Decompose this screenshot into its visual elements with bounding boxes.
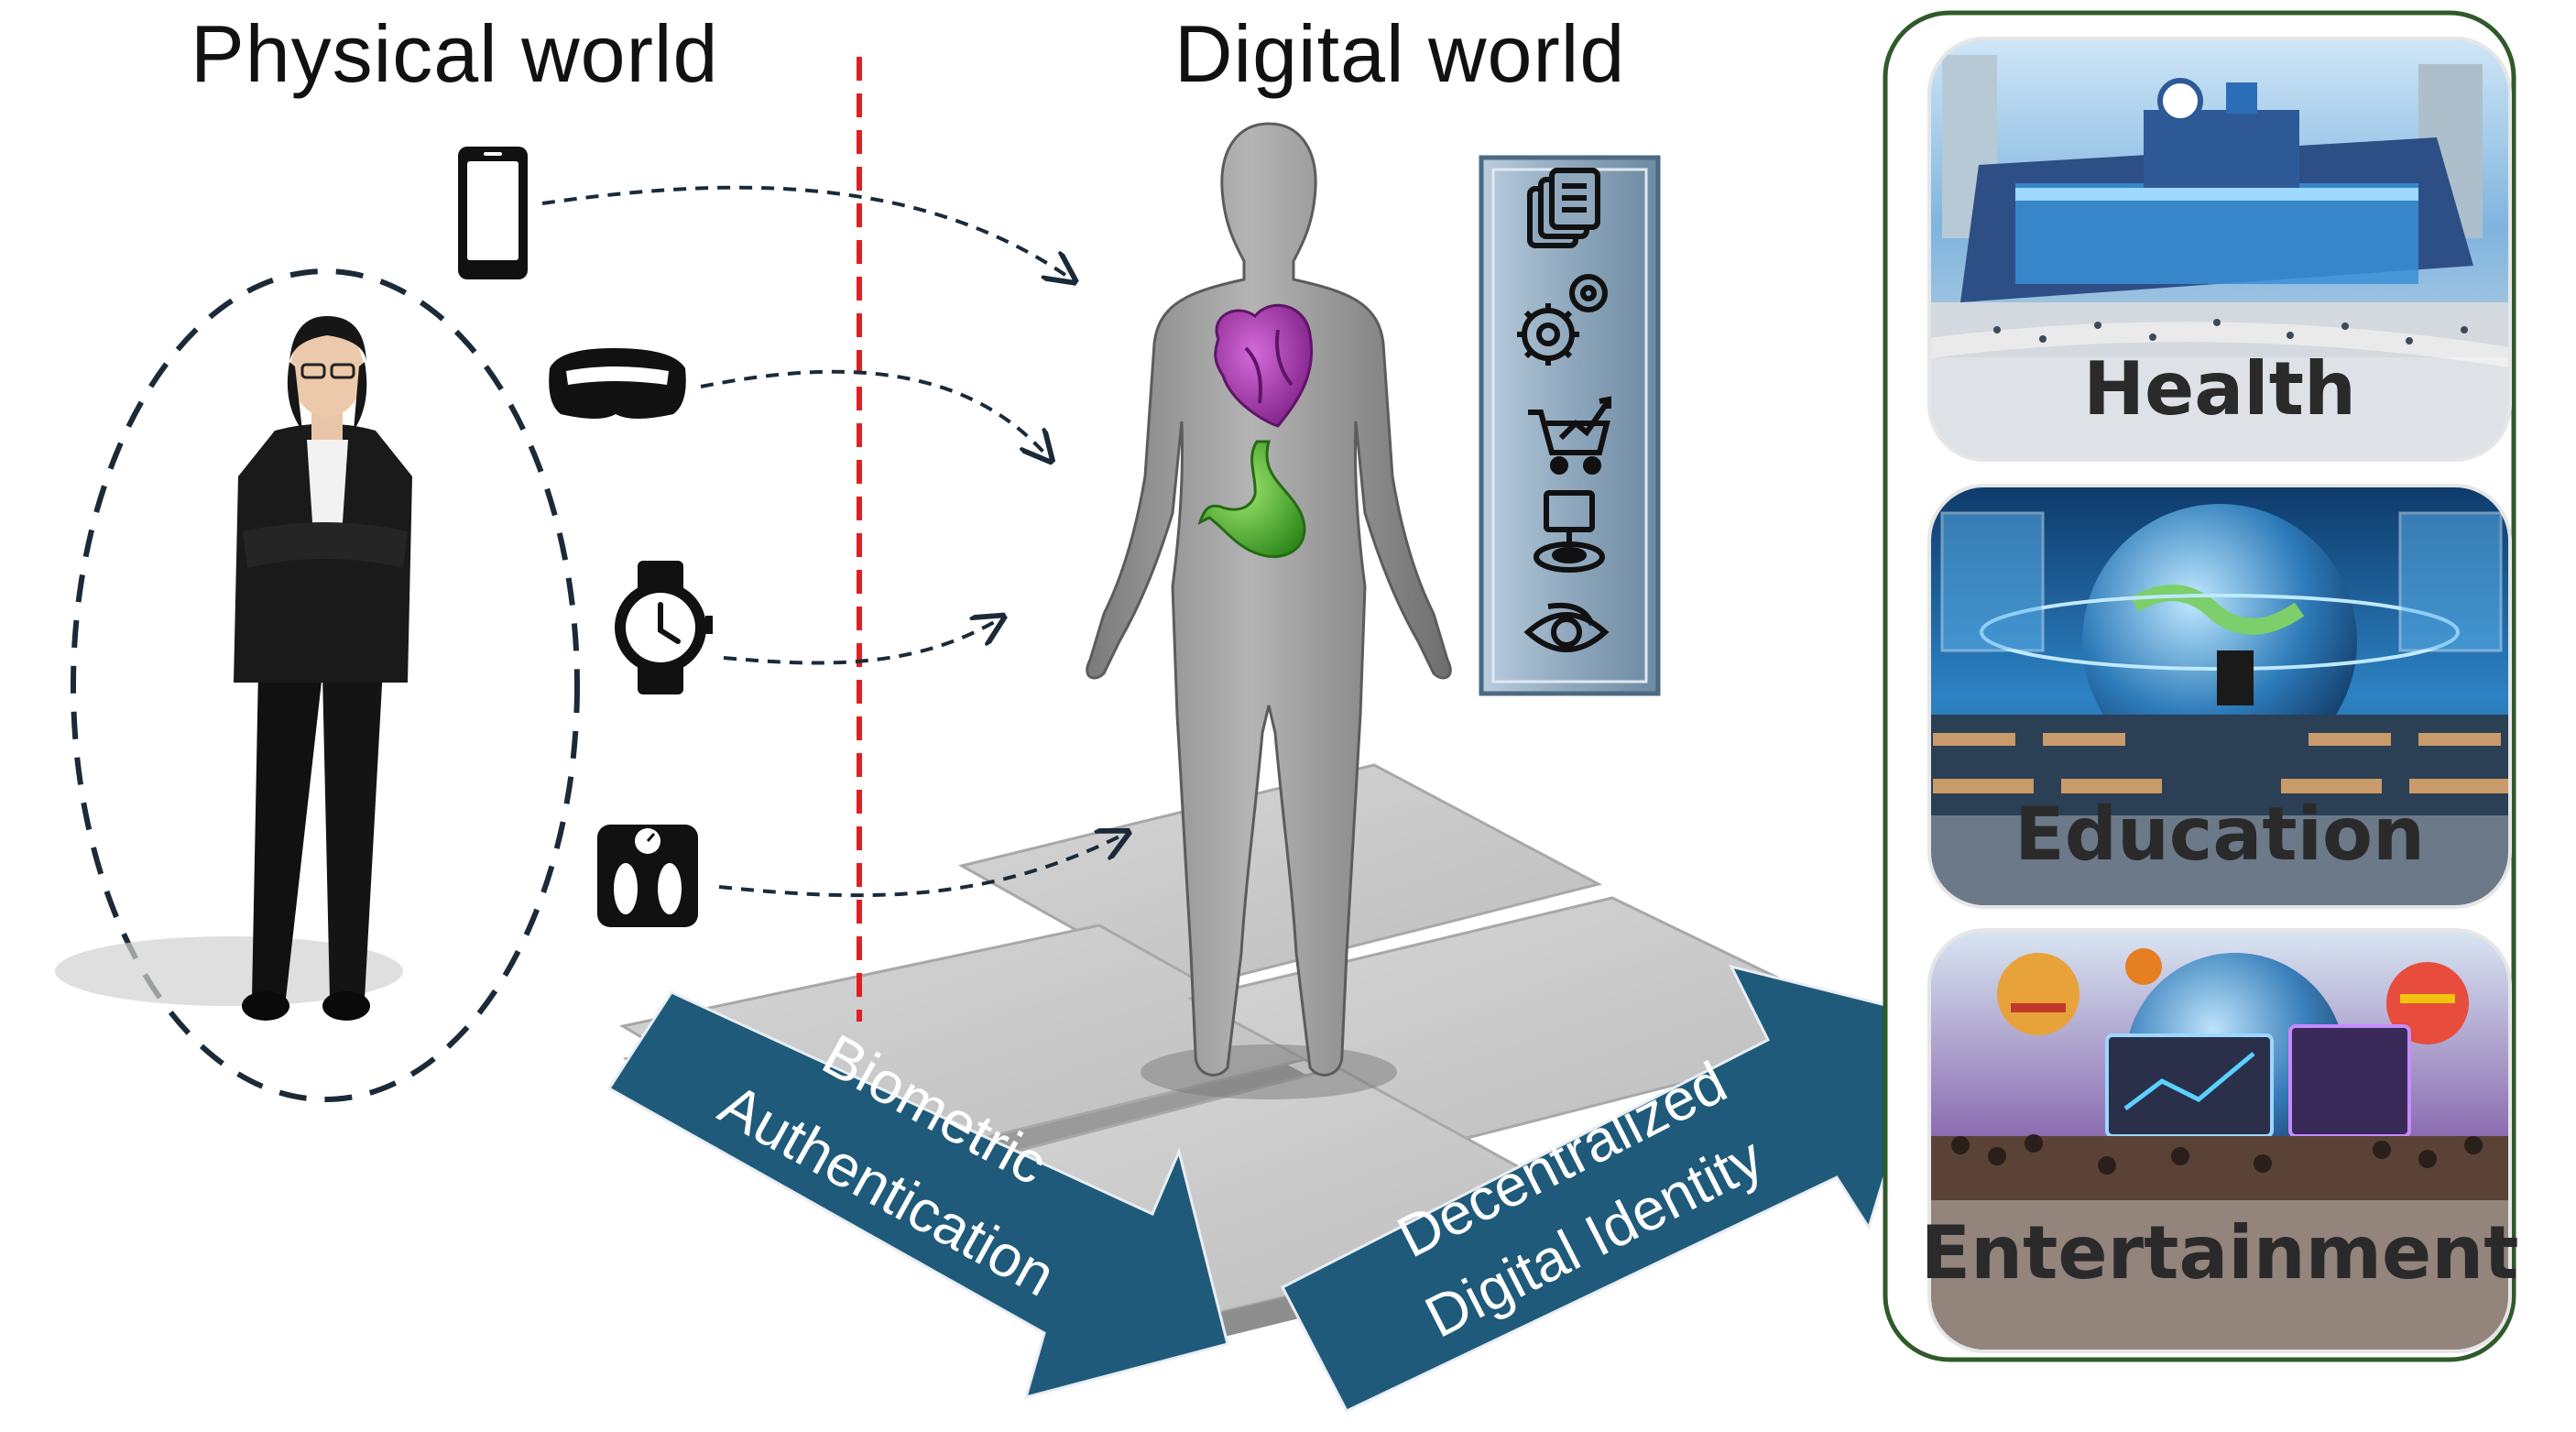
vr-headset-icon	[549, 348, 686, 419]
smartphone-icon	[458, 147, 528, 279]
smartwatch-icon	[615, 561, 713, 694]
kiosk-icon	[1534, 490, 1605, 573]
entertainment-card-label: Entertainment	[1921, 1210, 2519, 1295]
physical-world-heading: Physical world	[191, 8, 719, 99]
heart-organ-icon	[1214, 303, 1313, 428]
data-flow-arrows	[541, 185, 1125, 898]
eye-scan-icon	[1523, 603, 1610, 652]
health-card[interactable]	[1929, 38, 2510, 460]
documents-icon	[1527, 168, 1600, 248]
education-card-label: Education	[2014, 792, 2425, 877]
digital-world-heading: Digital world	[1174, 8, 1626, 99]
digital-avatar	[1086, 122, 1452, 1099]
shopping-cart-icon	[1528, 396, 1611, 475]
gears-icon	[1517, 274, 1608, 366]
entertainment-card[interactable]	[1929, 930, 2510, 1351]
person-figure	[55, 316, 412, 1021]
service-icon-panel	[1479, 155, 1661, 696]
stomach-organ-icon	[1197, 440, 1306, 559]
hot-air-balloon-icon	[1997, 948, 2469, 1044]
education-card[interactable]	[1929, 486, 2510, 907]
person-boundary-ellipse	[71, 268, 580, 1102]
smart-scale-icon	[597, 825, 698, 927]
health-card-label: Health	[2083, 346, 2356, 432]
